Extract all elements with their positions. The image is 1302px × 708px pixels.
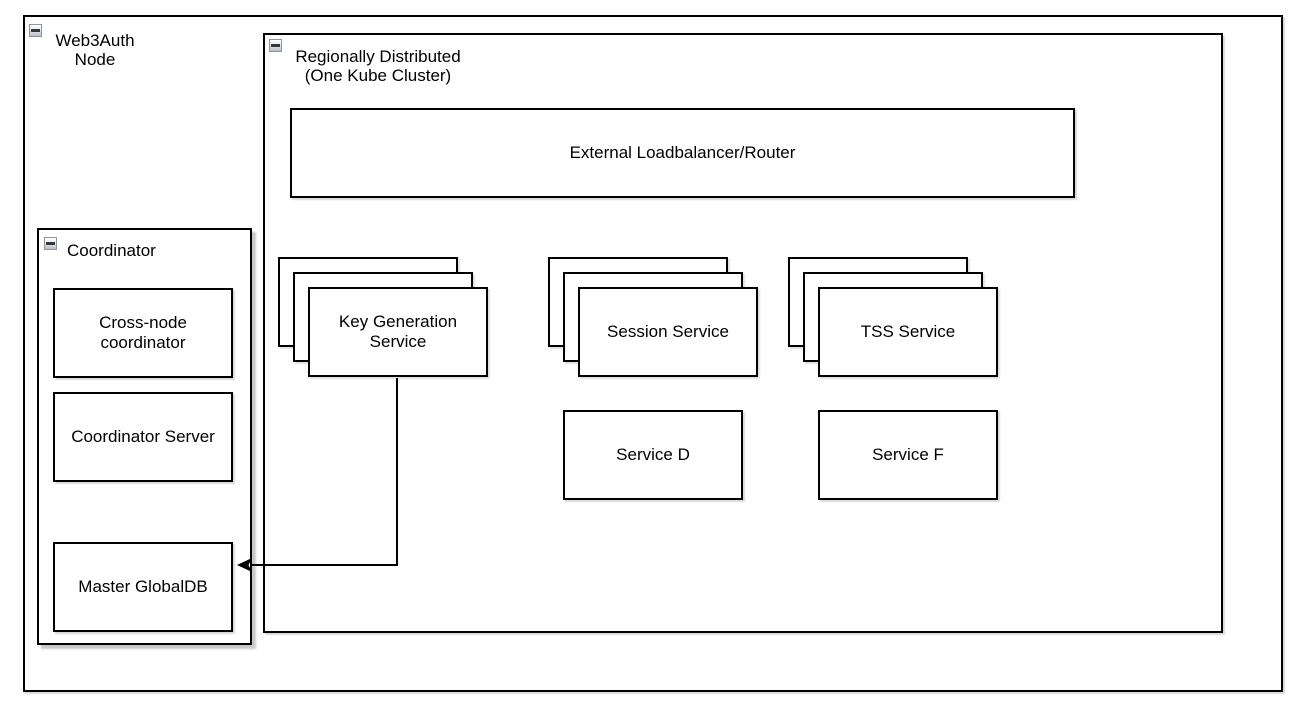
collapse-minus-icon[interactable]	[29, 24, 42, 37]
external-loadbalancer-box[interactable]: External Loadbalancer/Router	[290, 108, 1075, 198]
service-d-label: Service D	[616, 445, 690, 464]
web3auth-node-label: Web3Auth Node	[55, 31, 135, 69]
regionally-distributed-label: Regionally Distributed (One Kube Cluster…	[295, 47, 461, 85]
external-loadbalancer-label: External Loadbalancer/Router	[569, 143, 796, 162]
regionally-distributed-group[interactable]: Regionally Distributed (One Kube Cluster…	[263, 33, 1223, 633]
key-generation-service-box[interactable]: Key Generation Service	[308, 287, 488, 377]
service-d-box[interactable]: Service D	[563, 410, 743, 500]
master-globaldb-box[interactable]: Master GlobalDB	[53, 542, 233, 632]
coordinator-group[interactable]: Coordinator Cross-node coordinator Coord…	[37, 228, 252, 645]
coordinator-server-box[interactable]: Coordinator Server	[53, 392, 233, 482]
service-f-box[interactable]: Service F	[818, 410, 998, 500]
coordinator-label: Coordinator	[67, 241, 156, 260]
service-f-label: Service F	[872, 445, 944, 464]
web3auth-node-group[interactable]: Web3Auth Node Regionally Distributed (On…	[23, 15, 1283, 692]
collapse-minus-icon[interactable]	[44, 237, 57, 250]
collapse-minus-icon[interactable]	[269, 39, 282, 52]
cross-node-coordinator-box[interactable]: Cross-node coordinator	[53, 288, 233, 378]
tss-service-box[interactable]: TSS Service	[818, 287, 998, 377]
session-service-stack: Session Service	[548, 257, 760, 379]
key-generation-service-stack: Key Generation Service	[278, 257, 490, 379]
tss-service-stack: TSS Service	[788, 257, 1000, 379]
session-service-box[interactable]: Session Service	[578, 287, 758, 377]
